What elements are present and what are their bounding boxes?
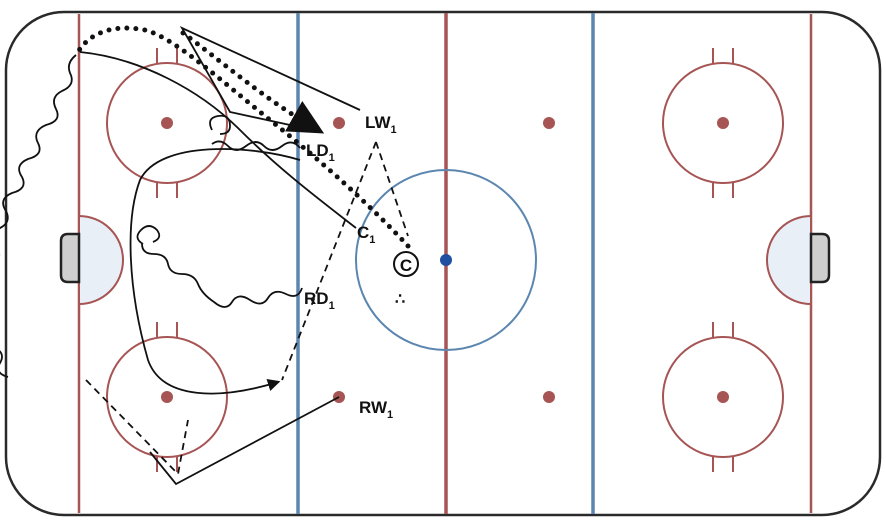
- dotted-pass-path: [75, 25, 411, 249]
- rw-skate-path: [149, 396, 340, 486]
- center-ice-circle: [355, 169, 537, 351]
- dashed-pass-lanes: [85, 141, 409, 476]
- right-goal-crease: [766, 214, 812, 306]
- ld-stickhandle-path: [211, 140, 301, 151]
- left-goal-crease: [78, 214, 124, 306]
- left-boards-stickhandle-path: [0, 54, 77, 378]
- right-goal-net: [809, 232, 831, 284]
- rd-loop-path: [129, 148, 301, 395]
- faceoff-hash-marks: [156, 48, 734, 472]
- right-bottom-faceoff-circle: [662, 336, 784, 458]
- faceoff-dots: [161, 117, 729, 403]
- lw-skate-path: [179, 26, 361, 126]
- left-goal-net: [59, 232, 81, 284]
- dotted-pass-path-ld: [180, 30, 325, 134]
- left-bottom-faceoff-circle: [106, 336, 228, 458]
- player-label-rw: RW1: [359, 398, 393, 421]
- player-label-rd: RD1: [304, 289, 335, 312]
- c-skate-path: [79, 51, 357, 229]
- rd-pivot-hook: [136, 225, 161, 245]
- center-ice-dot: [440, 254, 452, 266]
- rd-stickhandle-path: [141, 243, 303, 308]
- puck-marker: ∴: [395, 291, 405, 308]
- coach-marker: C: [393, 251, 419, 277]
- svg-text:C: C: [400, 256, 412, 275]
- right-top-faceoff-circle: [662, 62, 784, 184]
- left-top-faceoff-circle: [106, 62, 228, 184]
- player-label-ld: LD1: [306, 141, 335, 164]
- player-label-c: C1: [357, 223, 375, 246]
- ld-pivot-hook: [209, 114, 231, 135]
- player-label-lw: LW1: [365, 113, 397, 136]
